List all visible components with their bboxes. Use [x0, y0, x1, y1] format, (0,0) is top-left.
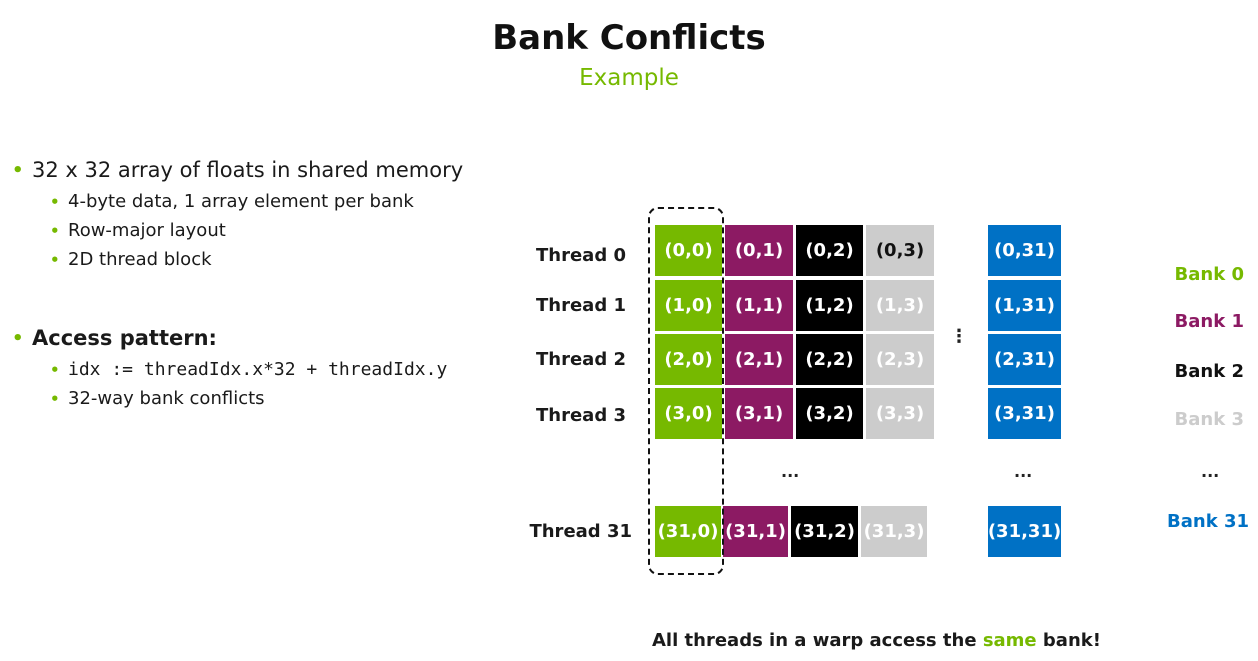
array-cell: (1,0)	[655, 280, 722, 331]
array-cell: (3,3)	[866, 388, 934, 439]
bank-label: Bank 1	[1174, 311, 1244, 332]
horizontal-ellipsis: ...	[781, 462, 800, 481]
array-cell: (0,31)	[988, 225, 1061, 276]
thread-label: Thread 0	[536, 245, 626, 266]
footer-text-post: bank!	[1036, 630, 1101, 651]
array-cell: (1,31)	[988, 280, 1061, 331]
bullet-dot: •	[12, 328, 24, 349]
bullet-access-pattern: Access pattern:	[32, 326, 217, 350]
array-cell: (2,0)	[655, 334, 722, 385]
array-cell: (31,3)	[861, 506, 927, 557]
array-cell: (1,1)	[725, 280, 793, 331]
array-cell: (1,2)	[796, 280, 863, 331]
array-cell: (0,3)	[866, 225, 934, 276]
bank-label: Bank 3	[1174, 409, 1244, 430]
bullet-dot: •	[50, 361, 60, 379]
array-cell: (0,1)	[725, 225, 793, 276]
array-cell: (3,2)	[796, 388, 863, 439]
array-cell: (2,31)	[988, 334, 1061, 385]
bank-label: Bank 2	[1174, 361, 1244, 382]
footer-text-pre: All threads in a warp access the	[652, 630, 983, 651]
bullet-dot: •	[50, 222, 60, 240]
array-cell: (3,31)	[988, 388, 1061, 439]
array-cell: (3,1)	[725, 388, 793, 439]
sub-bullet-idx-code: idx := threadIdx.x*32 + threadIdx.y	[68, 359, 448, 380]
footer-note: All threads in a warp access the same ba…	[652, 630, 1101, 651]
thread-label: Thread 31	[529, 521, 632, 542]
array-cell: (31,2)	[791, 506, 858, 557]
array-cell: (0,2)	[796, 225, 863, 276]
thread-label: Thread 3	[536, 405, 626, 426]
array-cell: (0,0)	[655, 225, 722, 276]
slide-subtitle: Example	[579, 65, 679, 91]
array-cell: (3,0)	[655, 388, 722, 439]
sub-bullet-32way: 32-way bank conflicts	[68, 388, 265, 409]
bullet-dot: •	[50, 251, 60, 269]
bullet-dot: •	[50, 193, 60, 211]
bank-label: Bank 0	[1174, 264, 1244, 285]
thread-label: Thread 1	[536, 295, 626, 316]
bullet-array: 32 x 32 array of floats in shared memory	[32, 158, 464, 182]
slide-title: Bank Conflicts	[492, 18, 766, 58]
horizontal-ellipsis: ...	[1014, 462, 1033, 481]
array-cell: (2,3)	[866, 334, 934, 385]
bank-label: Bank 31	[1167, 511, 1249, 532]
bullet-dot: •	[50, 390, 60, 408]
sub-bullet-4byte: 4-byte data, 1 array element per bank	[68, 191, 414, 212]
footer-highlight: same	[982, 630, 1037, 651]
thread-label: Thread 2	[536, 349, 626, 370]
array-cell: (2,2)	[796, 334, 863, 385]
horizontal-ellipsis: ...	[1201, 462, 1220, 481]
array-cell: (31,0)	[655, 506, 721, 557]
array-cell: (31,1)	[723, 506, 788, 557]
array-cell: (1,3)	[866, 280, 934, 331]
warp-column-outline	[648, 207, 724, 575]
bullet-dot: •	[12, 160, 24, 181]
sub-bullet-2dblock: 2D thread block	[68, 249, 212, 270]
vertical-ellipsis: ⋮	[950, 326, 968, 347]
sub-bullet-rowmajor: Row-major layout	[68, 220, 226, 241]
array-cell: (31,31)	[988, 506, 1061, 557]
array-cell: (2,1)	[725, 334, 793, 385]
